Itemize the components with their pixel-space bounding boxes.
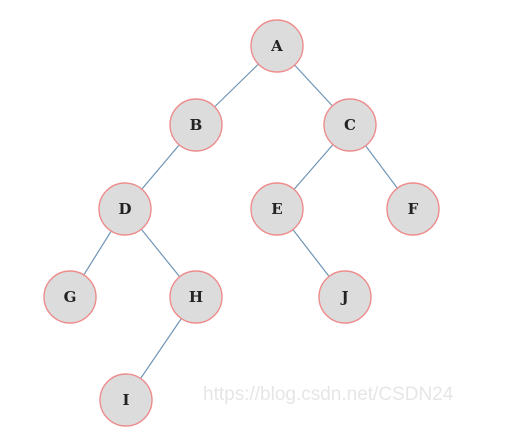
tree-node-label: A [270, 37, 283, 55]
tree-node-label: I [122, 391, 129, 409]
tree-node-i: I [99, 373, 153, 427]
tree-node-circle [99, 373, 153, 427]
tree-node-d: D [98, 182, 152, 236]
tree-node-circle [323, 98, 377, 152]
tree-node-c: C [323, 98, 377, 152]
tree-node-f: F [386, 182, 440, 236]
tree-node-label: B [190, 116, 203, 134]
tree-node-b: B [169, 98, 223, 152]
tree-nodes: A B C D E F G H J I [43, 19, 440, 427]
tree-node-a: A [250, 19, 304, 73]
watermark-text: https://blog.csdn.net/CSDN24 [203, 384, 454, 405]
tree-node-circle [250, 19, 304, 73]
tree-node-label: F [408, 200, 419, 218]
tree-node-circle [169, 98, 223, 152]
tree-node-label: H [189, 288, 203, 306]
tree-node-g: G [43, 270, 97, 324]
tree-node-h: H [169, 270, 223, 324]
tree-node-j: J [318, 270, 372, 324]
tree-node-label: J [339, 288, 348, 306]
tree-node-circle [386, 182, 440, 236]
tree-node-label: D [118, 200, 131, 218]
tree-node-circle [250, 182, 304, 236]
tree-node-label: E [271, 200, 282, 218]
tree-node-label: G [64, 288, 77, 306]
tree-node-circle [169, 270, 223, 324]
tree-node-label: C [344, 116, 356, 134]
tree-node-e: E [250, 182, 304, 236]
tree-node-circle [43, 270, 97, 324]
tree-node-circle [318, 270, 372, 324]
tree-node-circle [98, 182, 152, 236]
